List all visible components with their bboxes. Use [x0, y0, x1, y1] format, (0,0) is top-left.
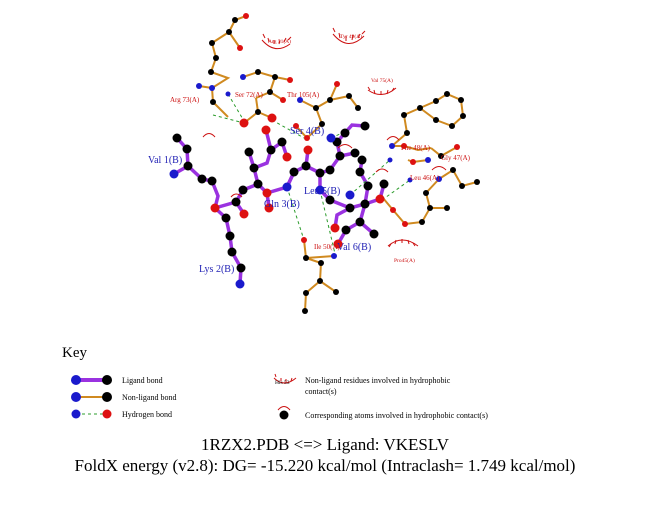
- key-hydrophobic-residue-sample: [273, 373, 297, 384]
- key-nonligand-bond-label: Non-ligand bond: [122, 393, 176, 402]
- label-arg51: Arg 51(A): [268, 38, 291, 45]
- key-nonligand-bond-sample: [71, 392, 112, 402]
- key-hydrophobic-residues-line2: contact(s): [305, 387, 337, 396]
- label-leu46: Leu 46(A): [410, 174, 440, 182]
- label-pro45: Pro45(A): [394, 257, 415, 264]
- label-arg73: Arg 73(A): [170, 96, 200, 104]
- key-ligand-bond-label: Ligand bond: [122, 376, 163, 385]
- label-gly47: Gly 47(A): [441, 154, 471, 162]
- label-ser72: Ser 72(A): [235, 91, 263, 99]
- label-phe48: Phe 48(A): [401, 144, 431, 152]
- label-ser4: Ser 4(B): [290, 126, 324, 137]
- label-tyr49: Tyr 49(A): [340, 33, 362, 40]
- label-leu5: Leu 5(B): [304, 186, 340, 197]
- hydrophobic-arcs: [202, 27, 447, 248]
- label-val1: Val 1(B): [148, 155, 182, 166]
- label-lys2: Lys 2(B): [199, 264, 234, 275]
- carbon-atoms: [172, 17, 480, 314]
- key-ligand-bond-sample: [71, 375, 112, 385]
- key-hydrophobic-atoms-label: Corresponding atoms involved in hydropho…: [305, 411, 488, 420]
- key-example-residue: His 53: [275, 380, 290, 386]
- key-hydrophobic-residues-line1: Non-ligand residues involved in hydropho…: [305, 376, 451, 385]
- key-hydrogen-bond-label: Hydrogen bond: [122, 410, 172, 419]
- label-ile50: Ile 50(A): [314, 243, 341, 251]
- label-gln3: Gln 3(B): [264, 199, 300, 210]
- label-val75: Val 75(A): [371, 77, 393, 84]
- key-heading: Key: [62, 345, 87, 361]
- title-line1: 1RZX2.PDB <=> Ligand: VKESLV: [201, 435, 450, 454]
- nitrogen-atoms: [169, 74, 442, 289]
- label-val6: Val 6(B): [337, 242, 371, 253]
- oxygen-atoms: [210, 13, 460, 249]
- hydrogen-bonds: [212, 93, 411, 259]
- key-hydrogen-bond-sample: [71, 409, 112, 419]
- title-line2: FoldX energy (v2.8): DG= -15.220 kcal/mo…: [75, 456, 576, 475]
- label-thr105: Thr 105(A): [287, 91, 320, 99]
- key-hydrophobic-atom-sample: [277, 406, 291, 420]
